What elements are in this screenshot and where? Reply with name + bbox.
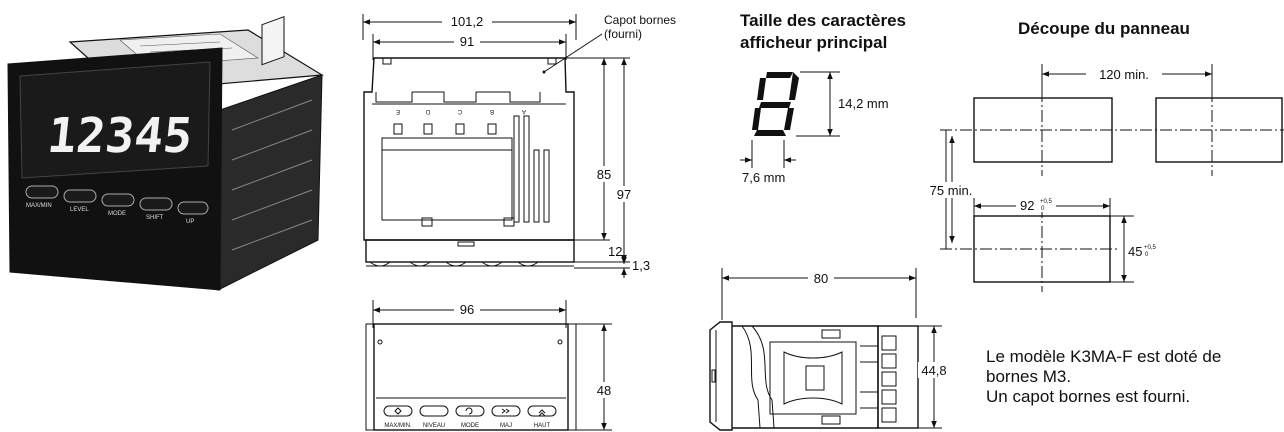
cutout-spacing-v: 75 min.: [930, 183, 973, 198]
char-height: 14,2 mm: [838, 96, 889, 111]
char-size-heading: Taille des caractères: [740, 11, 906, 30]
cutout-height-tol: +0,5: [1144, 245, 1157, 251]
cutout-width: 92: [1020, 198, 1034, 213]
cover-label: Capot bornes: [604, 13, 676, 27]
photo-button-label: LEVEL: [70, 207, 89, 213]
terminal-letter: B: [490, 108, 494, 114]
device-photo: 12345 MAX/MIN LEVEL MODE SHIFT UP: [7, 15, 324, 291]
top-view: 101,2 91 E D C B A: [362, 13, 676, 278]
dim-side-depth: 80: [814, 271, 828, 286]
char-size-section: Taille des caractères afficheur principa…: [740, 11, 906, 185]
char-size-heading: afficheur principal: [740, 33, 887, 52]
photo-button-label: UP: [186, 219, 194, 225]
front-button-label: MODE: [461, 423, 479, 429]
dim-body-width: 91: [460, 34, 474, 49]
note-line: Le modèle K3MA-F est doté de: [986, 347, 1221, 366]
dim-12: 12: [608, 244, 622, 259]
photo-button-label: SHIFT: [146, 215, 164, 221]
side-view: 80 44,8: [709, 268, 952, 431]
note-line: bornes M3.: [986, 367, 1071, 386]
seven-segment-digit: [752, 72, 799, 136]
front-button-label: MAJ: [500, 423, 512, 429]
photo-buttons: MAX/MIN LEVEL MODE SHIFT UP: [25, 185, 209, 225]
cutout-spacing-h: 120 min.: [1099, 67, 1149, 82]
terminal-letter: C: [457, 108, 462, 114]
cutout-height: 45: [1128, 244, 1142, 259]
char-width: 7,6 mm: [742, 170, 785, 185]
cover-label: (fourni): [604, 27, 642, 41]
front-button-label: MAX/MIN.: [384, 423, 412, 429]
dim-side-height: 44,8: [921, 363, 946, 378]
terminal-letter: A: [522, 108, 526, 114]
photo-button-label: MODE: [108, 211, 126, 217]
dim-height-85: 85: [597, 167, 611, 182]
dim-height-97: 97: [617, 187, 631, 202]
terminal-letter: D: [425, 108, 430, 114]
note-line: Un capot bornes est fourni.: [986, 387, 1190, 406]
front-button-label: NIVEAU: [423, 423, 445, 429]
dim-front-height: 48: [597, 383, 611, 398]
model-note: Le modèle K3MA-F est doté de bornes M3. …: [986, 347, 1221, 406]
front-view: 96 MAX/MIN. NIVEAU MODE MAJ HAUT 48: [365, 300, 615, 431]
dim-overall-width: 101,2: [451, 14, 484, 29]
cutout-width-tol: 0: [1041, 206, 1045, 212]
dim-front-width: 96: [460, 302, 474, 317]
photo-button-label: MAX/MIN: [26, 203, 52, 209]
cutout-height-tol: 0: [1145, 252, 1149, 258]
front-button-label: HAUT: [534, 423, 551, 429]
display-value: 12345: [45, 108, 195, 164]
dim-1-3: 1,3: [632, 258, 650, 273]
panel-cutout-heading: Découpe du panneau: [1018, 19, 1190, 38]
terminal-letter: E: [396, 108, 400, 114]
panel-cutout-section: Découpe du panneau 120 min. 75 min. 92 +…: [922, 19, 1284, 292]
cutout-width-tol: +0,5: [1040, 199, 1053, 205]
